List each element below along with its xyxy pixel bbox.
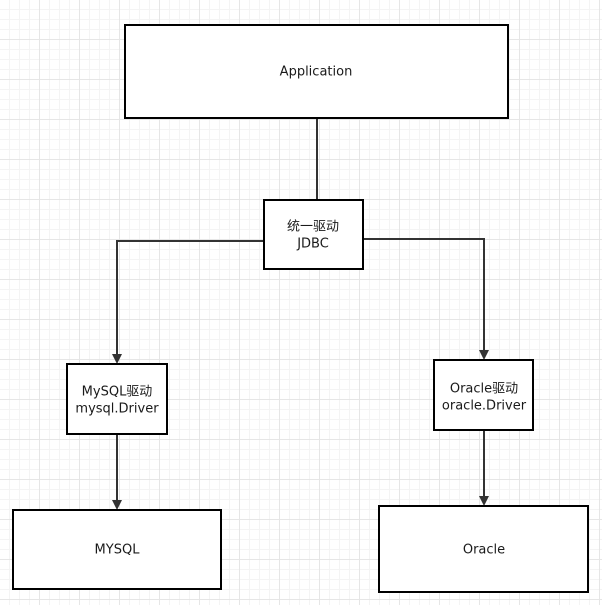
node-mysql-driver-box	[66, 363, 168, 435]
node-mysql-driver: MySQL驱动 mysql.Driver	[66, 363, 168, 435]
node-jdbc-label-line1: 统一驱动	[287, 220, 339, 235]
node-jdbc: 统一驱动 JDBC	[263, 199, 364, 270]
node-oracle-driver: Oracle驱动 oracle.Driver	[433, 359, 534, 431]
node-mysql-driver-label-line2: mysql.Driver	[75, 402, 159, 417]
node-oracle-driver-label-line1: Oracle驱动	[450, 382, 518, 397]
edge-jdbc-to-oracle-driver	[364, 238, 489, 360]
edges	[112, 118, 489, 510]
node-mysql-db-label: MYSQL	[95, 543, 141, 558]
node-oracle-db-box	[378, 505, 589, 593]
node-application: Application	[124, 24, 509, 119]
node-oracle-db: Oracle	[378, 505, 589, 593]
edge-jdbc-to-mysql-driver	[112, 240, 264, 364]
node-oracle-driver-label-line2: oracle.Driver	[442, 399, 527, 414]
node-mysql-db: MYSQL	[12, 509, 222, 590]
node-oracle-driver-box	[433, 359, 534, 431]
node-jdbc-box	[263, 199, 364, 270]
node-application-label: Application	[280, 65, 353, 80]
node-mysql-driver-label-line1: MySQL驱动	[82, 385, 153, 400]
node-mysql-db-box	[12, 509, 222, 590]
node-application-box	[124, 24, 509, 119]
node-jdbc-label-line2: JDBC	[296, 237, 329, 252]
node-oracle-db-label: Oracle	[463, 543, 505, 558]
